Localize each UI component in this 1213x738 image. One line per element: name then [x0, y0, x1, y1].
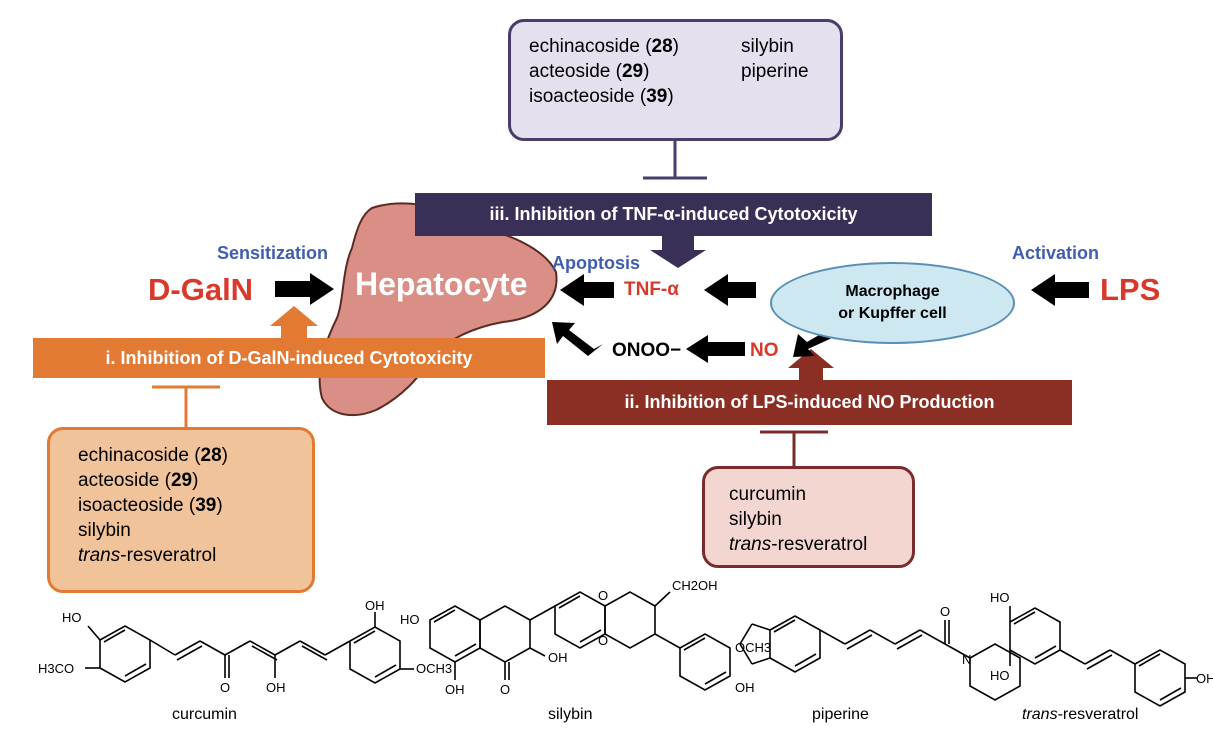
piperine-structure	[739, 615, 1021, 701]
lps-arrow	[1031, 274, 1089, 306]
svg-text:HO: HO	[990, 668, 1010, 683]
right-compound-resveratrol: trans-resveratrol	[729, 534, 868, 555]
svg-text:OH: OH	[1196, 671, 1213, 686]
left-compound-1: echinacoside (28)	[78, 445, 228, 466]
dgaln-arrow	[275, 273, 334, 305]
piperine-atom-labels: O N	[940, 604, 971, 667]
silybin-name: silybin	[548, 706, 593, 723]
svg-text:CH2OH: CH2OH	[672, 578, 718, 593]
svg-text:O: O	[598, 633, 608, 648]
svg-text:O: O	[220, 680, 230, 695]
lps-label: LPS	[1100, 272, 1161, 307]
resveratrol-atom-labels: HO HO OH	[990, 590, 1213, 686]
svg-text:O: O	[598, 588, 608, 603]
left-compound-box: echinacoside (28) acteoside (29) isoacte…	[47, 427, 315, 593]
top-compound-piperine: piperine	[741, 61, 809, 82]
svg-text:OH: OH	[445, 682, 465, 697]
tnf-label: TNF-α	[624, 279, 679, 300]
tnf-banner-arrow	[650, 236, 706, 268]
curcumin-name: curcumin	[172, 706, 237, 723]
macrophage-label-line2: or Kupffer cell	[838, 305, 947, 322]
top-compound-2: acteoside (29)	[529, 61, 650, 82]
svg-text:H3CO: H3CO	[38, 661, 74, 676]
svg-text:HO: HO	[62, 610, 82, 625]
svg-text:N: N	[962, 652, 971, 667]
top-compound-box: echinacoside (28) acteoside (29) isoacte…	[508, 19, 843, 141]
banner-no-inhibition: ii. Inhibition of LPS-induced NO Product…	[547, 380, 1072, 425]
silybin-structure	[429, 591, 731, 691]
svg-text:OH: OH	[365, 598, 385, 613]
activation-label: Activation	[1012, 243, 1100, 263]
top-compound-3: isoacteoside (39)	[529, 86, 674, 107]
dgaln-label: D-GalN	[148, 272, 254, 307]
curcumin-structure	[85, 612, 414, 684]
resveratrol-name: trans-resveratrol	[1022, 706, 1139, 723]
macrophage-ellipse: Macrophage or Kupffer cell	[770, 262, 1015, 344]
right-compound-box: curcumin silybin trans-resveratrol	[702, 466, 915, 568]
left-compound-resveratrol: trans-resveratrol	[78, 545, 217, 566]
macrophage-tnf-arrow	[704, 274, 756, 306]
hepatocyte-label: Hepatocyte	[355, 266, 528, 302]
svg-text:O: O	[940, 604, 950, 619]
no-label: NO	[750, 340, 779, 361]
curcumin-atom-labels: HO H3CO O OH OH OCH3	[38, 598, 452, 695]
banner-dgaln-inhibition: i. Inhibition of D-GalN-induced Cytotoxi…	[33, 338, 545, 378]
onoo-label: ONOO−	[612, 340, 682, 361]
left-compound-3: isoacteoside (39)	[78, 495, 223, 516]
left-compound-silybin: silybin	[78, 520, 131, 541]
svg-text:HO: HO	[400, 612, 420, 627]
apoptosis-label: Apoptosis	[552, 253, 640, 273]
svg-text:HO: HO	[990, 590, 1010, 605]
macrophage-label-line1: Macrophage	[845, 283, 940, 300]
svg-text:O: O	[500, 682, 510, 697]
no-arrow	[686, 335, 745, 363]
svg-text:OH: OH	[548, 650, 568, 665]
onoo-arrow	[552, 322, 603, 356]
svg-text:OCH3: OCH3	[416, 661, 452, 676]
top-compound-1: echinacoside (28)	[529, 36, 679, 57]
right-compound-curcumin: curcumin	[729, 484, 807, 505]
svg-text:OH: OH	[266, 680, 286, 695]
banner-tnf-inhibition: iii. Inhibition of TNF-α-induced Cytotox…	[415, 193, 932, 236]
left-compound-2: acteoside (29)	[78, 470, 199, 491]
resveratrol-structure	[1009, 606, 1197, 707]
piperine-name: piperine	[812, 706, 869, 723]
dgaln-banner-arrow	[270, 306, 318, 338]
macrophage-no-arrow	[793, 331, 832, 357]
sensitization-label: Sensitization	[217, 243, 329, 263]
top-compound-silybin: silybin	[741, 36, 794, 57]
right-compound-silybin: silybin	[729, 509, 782, 530]
no-banner-arrow	[788, 349, 834, 380]
svg-text:OH: OH	[735, 680, 755, 695]
tnf-arrow	[560, 274, 614, 306]
